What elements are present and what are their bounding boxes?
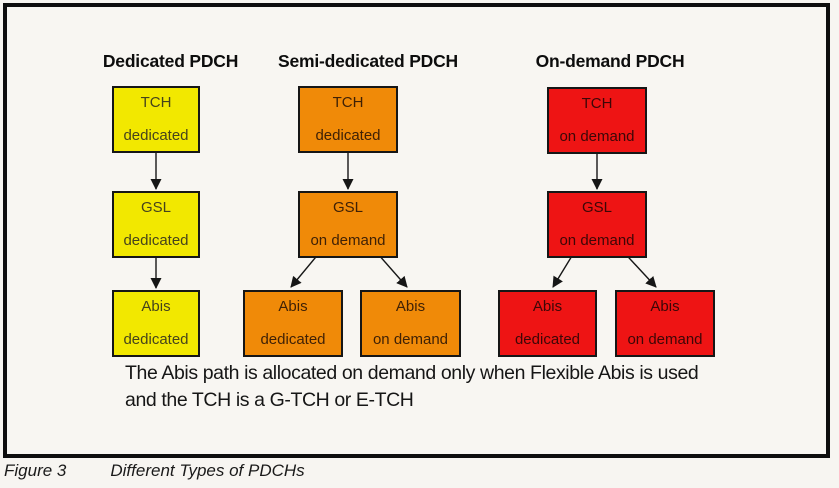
- node-sublabel: dedicated: [260, 331, 326, 348]
- node-sublabel: on demand: [559, 128, 635, 145]
- node-sublabel: dedicated: [315, 127, 381, 144]
- node-label: Abis: [278, 298, 308, 315]
- node-sublabel: on demand: [627, 331, 703, 348]
- node-dedicated-tch: TCH dedicated: [112, 86, 200, 153]
- node-dedicated-gsl: GSL dedicated: [112, 191, 200, 258]
- diagram-note: The Abis path is allocated on demand onl…: [125, 360, 699, 414]
- note-line-1: The Abis path is allocated on demand onl…: [125, 362, 699, 384]
- node-dedicated-abis: Abis dedicated: [112, 290, 200, 357]
- node-sublabel: on demand: [372, 331, 449, 348]
- column-header-dedicated: Dedicated PDCH: [102, 51, 239, 71]
- node-sublabel: dedicated: [123, 331, 189, 348]
- node-ondemand-abis-dedicated: Abis dedicated: [498, 290, 597, 357]
- note-line-2: and the TCH is a G-TCH or E-TCH: [125, 389, 414, 411]
- node-semi-abis-ondemand: Abis on demand: [360, 290, 461, 357]
- node-semi-gsl: GSL on demand: [298, 191, 398, 258]
- node-ondemand-tch: TCH on demand: [547, 87, 647, 154]
- figure-caption: Figure 3 Different Types of PDCHs: [4, 461, 305, 481]
- column-header-on-demand: On-demand PDCH: [535, 51, 685, 71]
- node-ondemand-gsl: GSL on demand: [547, 191, 647, 258]
- node-sublabel: dedicated: [514, 331, 581, 348]
- node-label: GSL: [332, 199, 363, 216]
- node-label: GSL: [581, 199, 612, 216]
- node-sublabel: on demand: [559, 232, 635, 249]
- node-sublabel: on demand: [310, 232, 386, 249]
- node-sublabel: dedicated: [123, 232, 189, 249]
- node-semi-tch: TCH dedicated: [298, 86, 398, 153]
- figure-caption-label: Figure 3: [4, 461, 67, 480]
- column-header-semi-dedicated: Semi-dedicated PDCH: [278, 51, 458, 71]
- figure-caption-title: Different Types of PDCHs: [110, 461, 305, 480]
- node-sublabel: dedicated: [123, 127, 189, 144]
- node-semi-abis-dedicated: Abis dedicated: [243, 290, 343, 357]
- node-label: TCH: [332, 94, 364, 111]
- node-label: Abis: [532, 298, 563, 315]
- node-label: Abis: [395, 298, 426, 315]
- node-label: Abis: [650, 298, 680, 315]
- node-label: GSL: [140, 199, 171, 216]
- node-label: Abis: [141, 298, 171, 315]
- node-label: TCH: [140, 94, 172, 111]
- node-ondemand-abis-ondemand: Abis on demand: [615, 290, 715, 357]
- node-label: TCH: [581, 95, 613, 112]
